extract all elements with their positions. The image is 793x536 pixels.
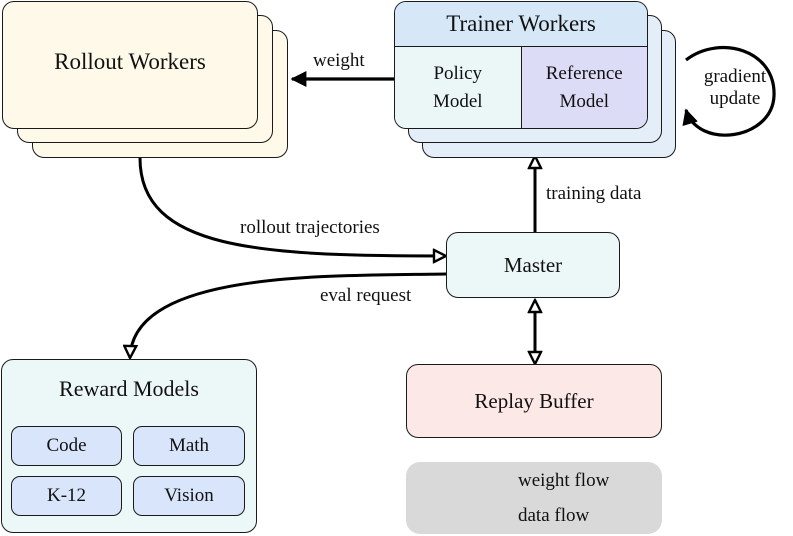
legend-weight-flow-label: weight flow — [518, 470, 610, 491]
replay-buffer-node: Replay Buffer — [406, 364, 662, 438]
trainer-workers-title: Trainer Workers — [395, 2, 647, 47]
master-node: Master — [446, 232, 620, 298]
replay-buffer-label: Replay Buffer — [474, 388, 594, 413]
policy-model-line2: Model — [432, 90, 483, 112]
gradient-update-line1: gradient — [703, 66, 767, 87]
policy-model: Policy Model — [395, 47, 522, 128]
gradient-update-line2: update — [709, 88, 761, 109]
legend — [406, 462, 662, 534]
gradient-update-label: gradient update — [690, 66, 780, 110]
reward-model-code: Code — [11, 426, 122, 466]
eval-request-arrow — [130, 272, 447, 358]
master-label: Master — [503, 252, 563, 277]
rollout-workers-box: Rollout Workers — [2, 1, 258, 129]
weight-label: weight — [313, 50, 365, 71]
reward-models-title: Reward Models — [59, 376, 199, 401]
reward-model-vision: Vision — [133, 476, 245, 516]
rollout-workers-title: Rollout Workers — [54, 49, 206, 74]
reward-model-k12: K-12 — [11, 476, 122, 516]
training-data-label: training data — [546, 183, 642, 204]
rollout-trajectories-arrow — [138, 157, 446, 256]
eval-request-label: eval request — [320, 285, 412, 306]
reference-model-line1: Reference — [545, 62, 623, 84]
reward-models-box: Reward Models Code Math K-12 Vision — [1, 359, 257, 533]
trainer-workers-box: Trainer Workers Policy Model Reference M… — [394, 1, 648, 129]
rollout-trajectories-label: rollout trajectories — [240, 217, 380, 238]
legend-data-flow-label: data flow — [518, 505, 590, 526]
reward-model-math: Math — [133, 426, 245, 466]
reference-model: Reference Model — [521, 47, 647, 128]
policy-model-line1: Policy — [433, 62, 483, 84]
gradient-update-loop — [682, 45, 776, 137]
reference-model-line2: Model — [559, 90, 610, 112]
